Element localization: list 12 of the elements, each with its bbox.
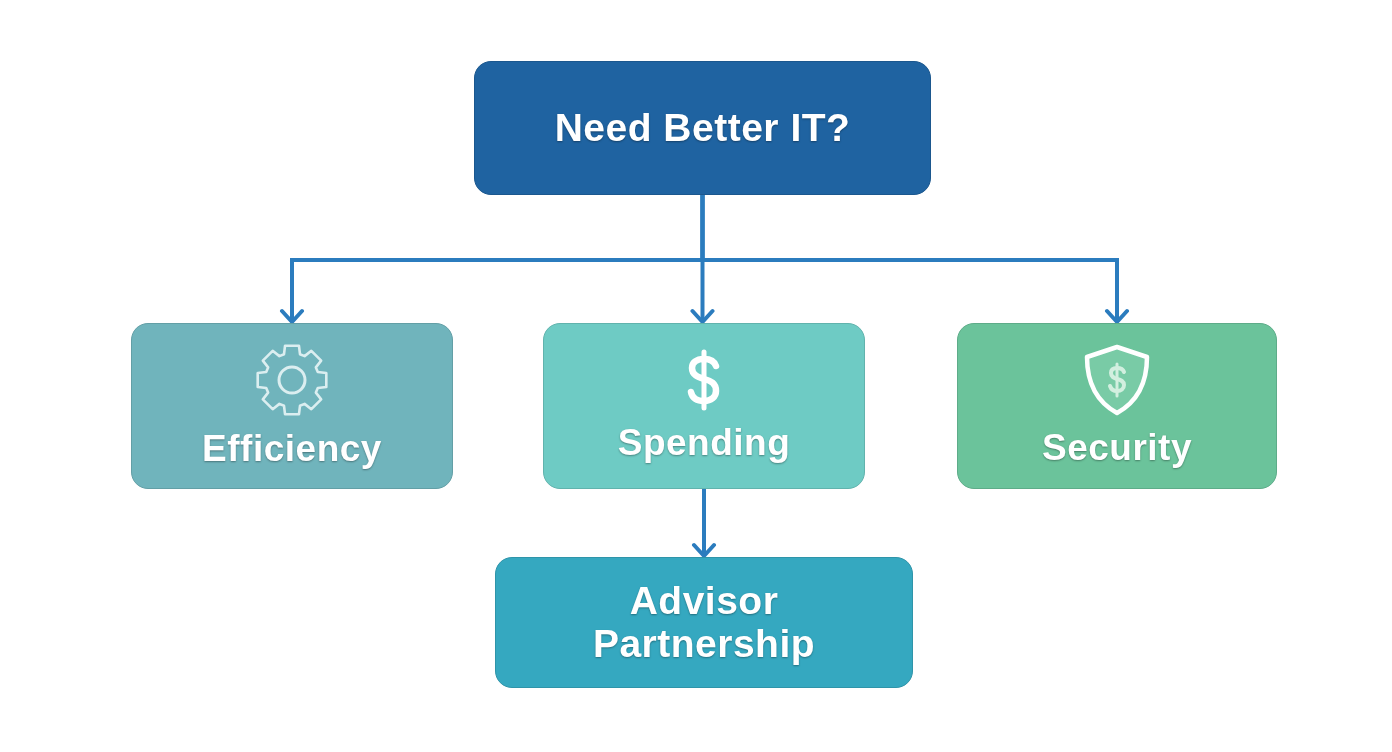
arrow [700, 195, 1129, 324]
box-label: Need Better IT? [554, 106, 851, 150]
process-box [495, 557, 913, 688]
box-label: Spending [617, 422, 791, 464]
box-label: Advisor Partnership [591, 579, 817, 666]
box-label: Security [1042, 427, 1192, 469]
process-box [131, 323, 453, 489]
process-box [474, 61, 931, 195]
process-box [957, 323, 1277, 489]
arrow [692, 489, 716, 558]
box-label: Efficiency [202, 428, 382, 470]
process-box [543, 323, 865, 489]
